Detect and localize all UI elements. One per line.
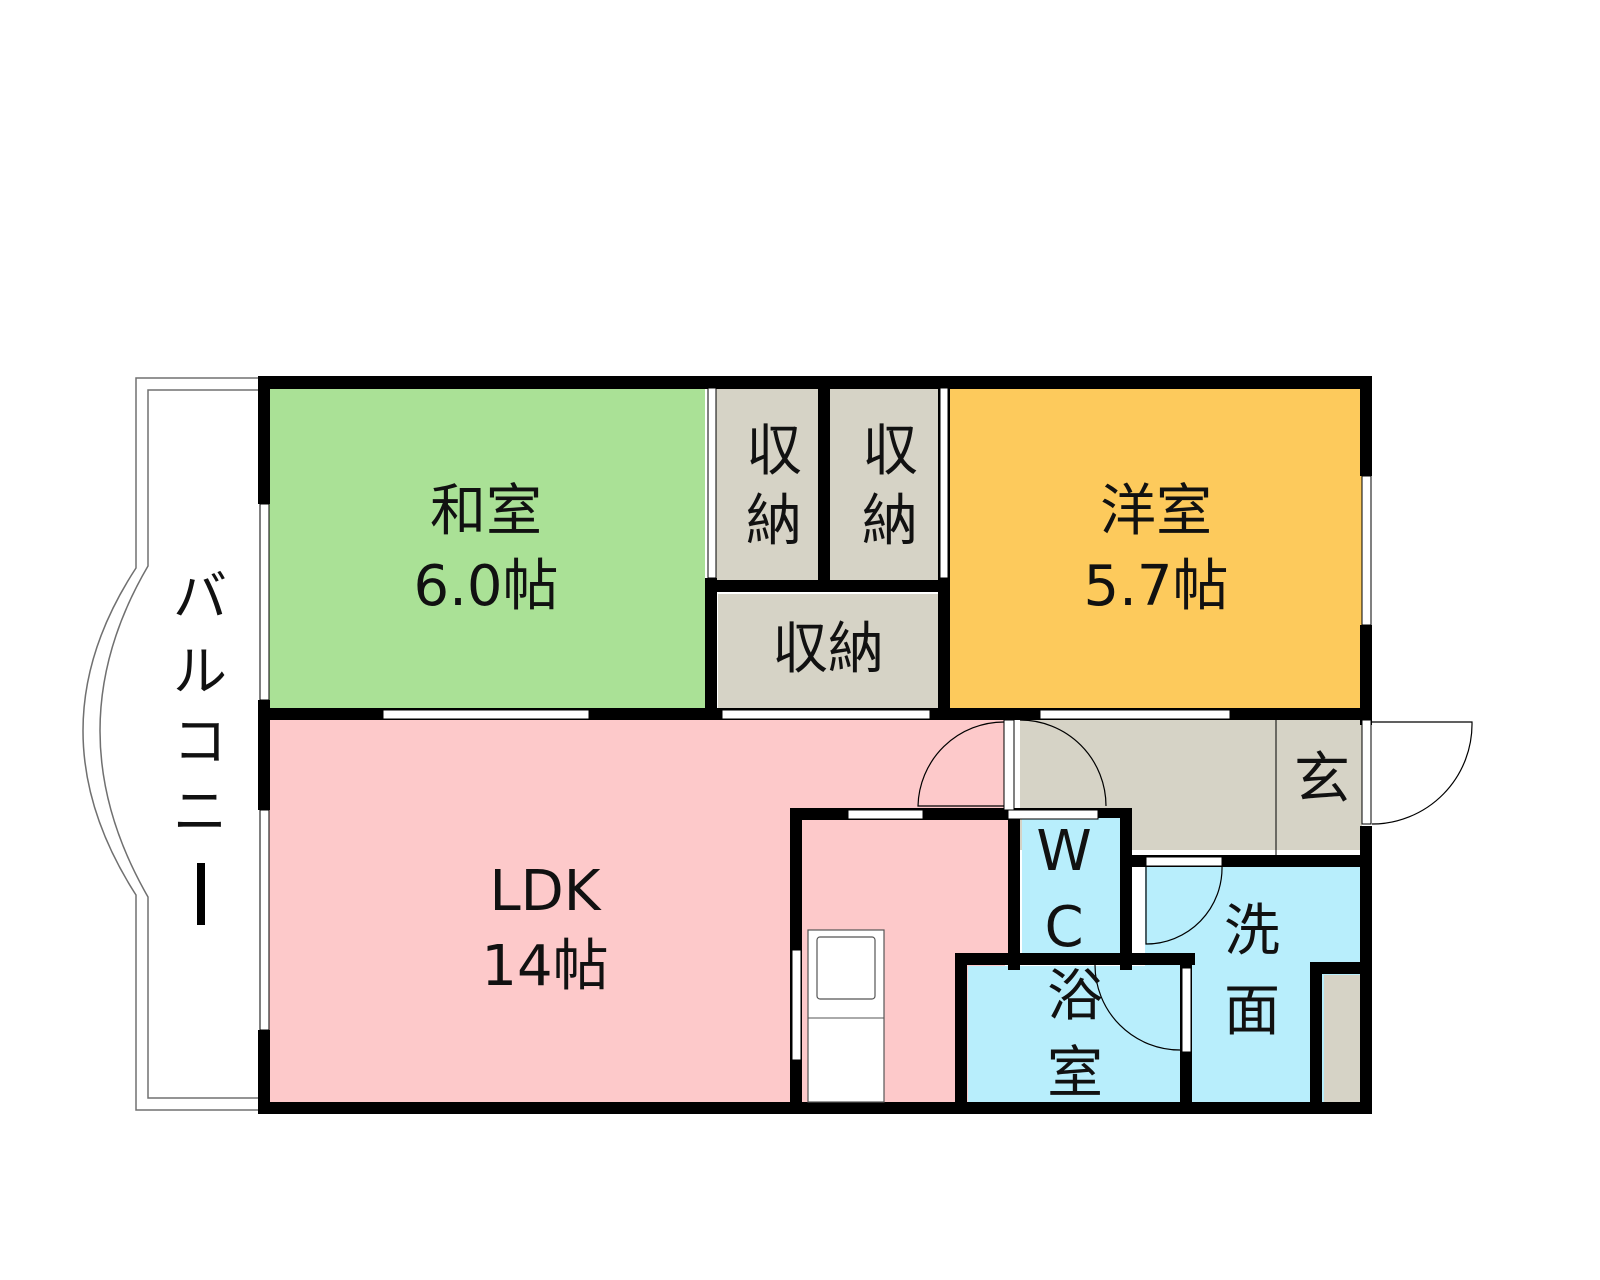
balcony-char-5 bbox=[197, 863, 205, 925]
door-swing-hall bbox=[1019, 719, 1107, 807]
washroom-char-2: 面 bbox=[1224, 979, 1280, 1044]
wall bbox=[1310, 962, 1322, 1114]
wall bbox=[258, 1030, 270, 1114]
window bbox=[382, 709, 590, 720]
youshitsu-name: 洋室 bbox=[1100, 479, 1212, 544]
storage-2-char-2: 納 bbox=[862, 489, 918, 554]
kitchen-counter bbox=[807, 929, 885, 1103]
balcony bbox=[82, 377, 258, 1111]
window bbox=[791, 949, 802, 1061]
room-storage-3 bbox=[718, 594, 940, 708]
bath-char-1: 浴 bbox=[1047, 964, 1103, 1029]
wall bbox=[1360, 625, 1372, 725]
room-storage-2 bbox=[830, 388, 940, 580]
door-swing-washroom bbox=[1145, 865, 1223, 945]
washroom-char-1: 洗 bbox=[1224, 899, 1280, 964]
balcony-char-4: ニ bbox=[173, 780, 227, 843]
wall bbox=[1310, 962, 1372, 974]
balcony-inner-outline bbox=[99, 389, 258, 1099]
balcony-outer-outline bbox=[82, 377, 258, 1111]
window bbox=[259, 503, 270, 701]
window bbox=[721, 709, 931, 720]
bath-char-2: 室 bbox=[1047, 1041, 1103, 1106]
balcony-char-2: ル bbox=[173, 640, 227, 703]
long-vowel-mark bbox=[197, 863, 205, 925]
room-youshitsu bbox=[950, 388, 1362, 708]
room-bath bbox=[968, 966, 1180, 1102]
balcony-char-3: コ bbox=[173, 710, 227, 773]
wall bbox=[258, 376, 270, 504]
washitsu-size: 6.0帖 bbox=[413, 554, 558, 619]
entrance-name: 玄 bbox=[1294, 747, 1350, 812]
storage-small bbox=[1324, 975, 1362, 1102]
room-storage-1 bbox=[715, 388, 818, 580]
wc-char-2: C bbox=[1044, 895, 1083, 960]
window bbox=[1007, 809, 1099, 820]
door-opening bbox=[1003, 719, 1015, 811]
window bbox=[847, 809, 924, 820]
storage-2-char-1: 収 bbox=[862, 419, 918, 484]
wall bbox=[258, 376, 1372, 389]
washitsu-name: 和室 bbox=[430, 479, 542, 544]
wall bbox=[1008, 808, 1020, 970]
window bbox=[259, 809, 270, 1031]
wall bbox=[705, 580, 950, 592]
youshitsu-size: 5.7帖 bbox=[1083, 554, 1228, 619]
wall bbox=[258, 700, 270, 810]
wall bbox=[705, 578, 717, 720]
wall bbox=[1120, 808, 1132, 970]
ldk-size: 14帖 bbox=[481, 934, 608, 999]
ldk-name: LDK bbox=[489, 859, 601, 924]
wall bbox=[258, 1102, 1372, 1114]
closet-sliding bbox=[707, 387, 717, 579]
door-swings bbox=[917, 719, 1473, 1051]
window bbox=[1361, 475, 1372, 626]
wall bbox=[818, 376, 830, 586]
door-opening bbox=[1361, 719, 1372, 825]
door-swing-bath bbox=[1094, 964, 1181, 1051]
wall bbox=[1360, 376, 1372, 476]
door-opening bbox=[1181, 967, 1192, 1053]
wall bbox=[955, 953, 1195, 965]
sink-icon bbox=[816, 936, 876, 1000]
door-swing-entrance bbox=[1371, 721, 1473, 825]
wc-char-1: W bbox=[1036, 819, 1091, 884]
storage-1-char-1: 収 bbox=[746, 419, 802, 484]
door-swing-ldk bbox=[917, 721, 1005, 807]
room-washitsu bbox=[268, 388, 705, 708]
wall bbox=[955, 953, 967, 1114]
windows bbox=[259, 387, 1372, 1061]
storage-1-char-2: 納 bbox=[746, 489, 802, 554]
closet-sliding bbox=[939, 387, 949, 579]
window bbox=[1039, 709, 1231, 720]
balcony-char-1: バ bbox=[173, 565, 227, 628]
window bbox=[1145, 856, 1223, 867]
storage-3-name: 収納 bbox=[772, 617, 884, 682]
room-wc bbox=[1022, 818, 1120, 964]
